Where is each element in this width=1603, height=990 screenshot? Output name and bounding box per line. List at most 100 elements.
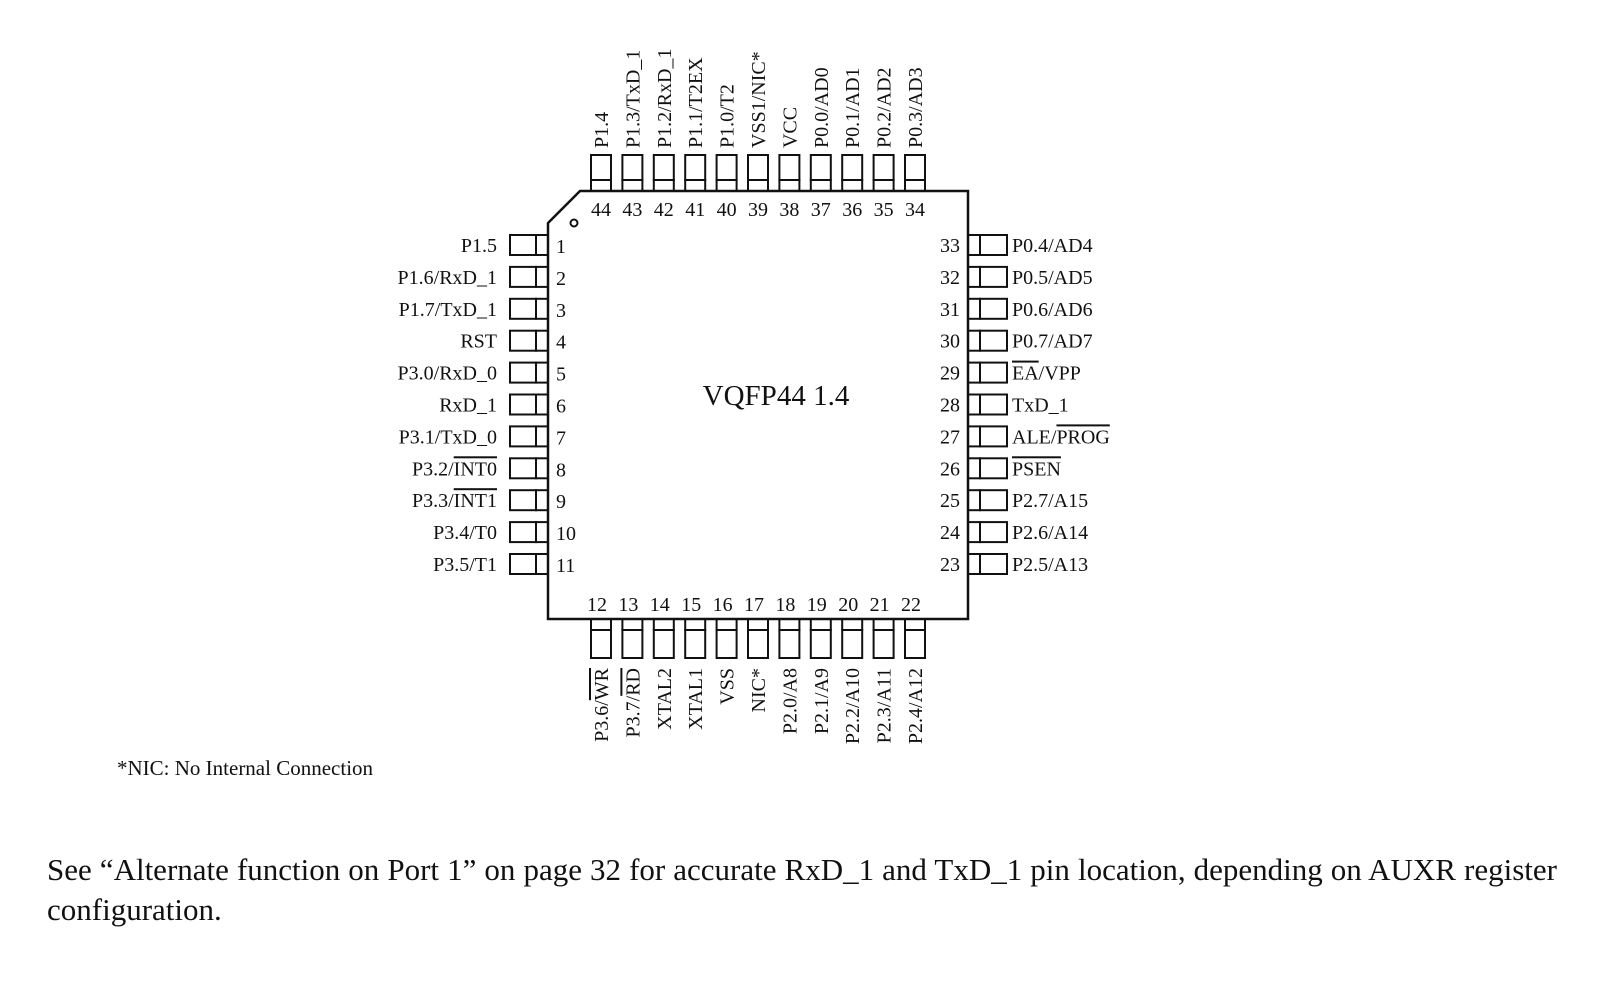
pin-number: 44 xyxy=(591,199,611,221)
pin-number: 15 xyxy=(681,594,701,616)
pin-label-left: P3.5/T1 xyxy=(433,554,497,576)
pin-lead-left xyxy=(535,457,549,480)
pin-label-left: P1.7/TxD_1 xyxy=(399,299,497,321)
pin-number: 12 xyxy=(587,594,607,616)
pin-lead-left xyxy=(535,425,549,448)
footnote: *NIC: No Internal Connection xyxy=(117,756,374,780)
pin-pad-right xyxy=(979,329,1008,352)
pin-number: 3 xyxy=(556,300,566,322)
pin-number: 5 xyxy=(556,364,566,386)
pin-label-top: VCC xyxy=(779,107,801,148)
description-paragraph: See “Alternate function on Port 1” on pa… xyxy=(47,852,1557,927)
pin-lead-left xyxy=(535,329,549,352)
pin-pad-right xyxy=(979,393,1008,416)
pin-label-top: P0.1/AD1 xyxy=(842,67,864,148)
pin-pad-left xyxy=(509,425,537,448)
pin-number: 4 xyxy=(556,332,566,354)
pin-lead-bottom xyxy=(778,618,801,631)
pin-lead-bottom xyxy=(715,618,738,631)
pin-lead-right xyxy=(967,457,981,480)
pin-number: 26 xyxy=(940,458,960,480)
pin-label-bottom: XTAL2 xyxy=(654,668,676,730)
pin-pad-bottom xyxy=(841,629,864,659)
pin-number: 40 xyxy=(717,199,737,221)
pin-label-right: P0.4/AD4 xyxy=(1012,235,1093,257)
pin-pad-bottom xyxy=(715,629,738,659)
pin-label-top: P1.1/T2EX xyxy=(685,57,707,148)
pin-label-top: P0.2/AD2 xyxy=(874,67,896,148)
pin-lead-right xyxy=(967,297,981,320)
pin-lead-left xyxy=(535,553,549,575)
pin-label-top: P1.4 xyxy=(591,112,613,148)
pin-number: 42 xyxy=(654,199,674,221)
pin-lead-right xyxy=(967,553,981,575)
pin-lead-right xyxy=(967,234,981,256)
pin-pad-top xyxy=(715,154,738,181)
pin-pad-top xyxy=(872,154,895,181)
pin-number: 25 xyxy=(940,490,960,512)
pin-pad-right xyxy=(979,361,1008,384)
pin-pad-top xyxy=(747,154,769,181)
pin-lead-bottom xyxy=(904,618,926,631)
pin-lead-right xyxy=(967,361,981,384)
pin-label-right: PSEN xyxy=(1012,458,1061,480)
pin-number: 43 xyxy=(622,199,642,221)
pin-number: 37 xyxy=(811,199,831,221)
pin-number: 35 xyxy=(874,199,894,221)
pin-label-bottom: P2.0/A8 xyxy=(779,668,801,734)
pin-label-bottom: VSS xyxy=(717,668,739,705)
pin1-indicator-dot xyxy=(569,218,579,228)
pin-number: 20 xyxy=(838,594,858,616)
pin-number: 23 xyxy=(940,554,960,576)
pin-lead-bottom xyxy=(590,618,612,631)
pin-label-right: P0.7/AD7 xyxy=(1012,331,1093,353)
pin-pad-left xyxy=(509,489,537,512)
pin-number: 11 xyxy=(556,555,575,577)
pin-label-top: VSS1/NIC* xyxy=(748,51,770,148)
pin-pad-bottom xyxy=(872,629,895,659)
pin-pad-left xyxy=(509,297,537,320)
pin-label-right: P0.5/AD5 xyxy=(1012,267,1093,289)
pin-pad-bottom xyxy=(590,629,612,659)
pin-number: 6 xyxy=(556,396,566,418)
pin-label-bottom: XTAL1 xyxy=(685,668,707,730)
pin-label-top: P1.3/TxD_1 xyxy=(622,50,644,148)
pin-lead-top xyxy=(841,179,864,192)
pin-label-left: RST xyxy=(460,331,497,353)
pin-number: 8 xyxy=(556,459,566,481)
package-label: VQFP44 1.4 xyxy=(703,380,850,412)
pin-label-left: P3.3/INT1 xyxy=(412,490,497,512)
pin-number: 16 xyxy=(713,594,733,616)
pin-label-top: P1.2/RxD_1 xyxy=(654,49,676,148)
pin-number: 39 xyxy=(748,199,768,221)
pin-lead-bottom xyxy=(841,618,864,631)
pin-lead-top xyxy=(778,179,801,192)
pin-number: 27 xyxy=(940,426,960,448)
pin-pad-top xyxy=(652,154,675,181)
pin-lead-right xyxy=(967,489,981,512)
pin-label-right: P2.6/A14 xyxy=(1012,522,1088,544)
pin-number: 1 xyxy=(556,236,566,258)
pin-pad-left xyxy=(509,265,537,288)
pin-lead-left xyxy=(535,361,549,384)
pin-label-left: P3.2/INT0 xyxy=(412,458,497,480)
pin-pad-right xyxy=(979,265,1008,288)
pin-pad-right xyxy=(979,489,1008,512)
pin-lead-bottom xyxy=(652,618,675,631)
pin-lead-top xyxy=(809,179,832,192)
pin-number: 14 xyxy=(650,594,670,616)
pin-pad-bottom xyxy=(652,629,675,659)
pin-pad-bottom xyxy=(904,629,926,659)
pin-pad-left xyxy=(509,234,537,256)
pin-number: 19 xyxy=(807,594,827,616)
pin-label-bottom: P2.2/A10 xyxy=(842,668,864,744)
pin-lead-right xyxy=(967,329,981,352)
pin-lead-left xyxy=(535,234,549,256)
pin-pad-bottom xyxy=(809,629,832,659)
pin-pad-left xyxy=(509,361,537,384)
pin-lead-right xyxy=(967,265,981,288)
pin-number: 22 xyxy=(901,594,921,616)
pin-label-top: P0.3/AD3 xyxy=(905,67,927,148)
pin-lead-left xyxy=(535,521,549,544)
